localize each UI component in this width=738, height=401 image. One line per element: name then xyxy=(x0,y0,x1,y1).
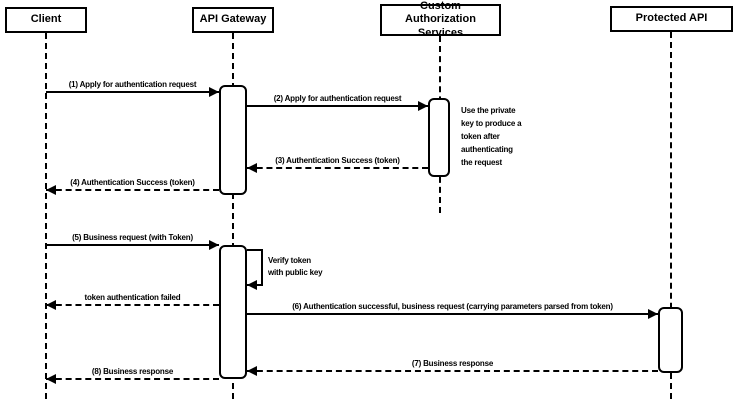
message-7-business-response-line xyxy=(247,370,658,372)
message-5-business-request-arrowhead xyxy=(209,240,219,250)
message-6-auth-successful-business-request-arrowhead xyxy=(648,309,658,319)
message-6-auth-successful-business-request-label: (6) Authentication successful, business … xyxy=(292,302,613,311)
actor-box-custom-authorization-services: Custom Authorization Services xyxy=(380,0,501,39)
actor-box-api-gateway: API Gateway xyxy=(192,7,274,33)
self-message-verify-token-label: Verify token with public key xyxy=(268,256,323,277)
message-4-auth-success-label: (4) Authentication Success (token) xyxy=(70,178,195,187)
activation-api-gateway-auth xyxy=(219,85,247,195)
message-4-auth-success-arrowhead xyxy=(46,185,56,195)
self-message-verify-token-arrowhead xyxy=(247,280,257,290)
note-use-private-key: Use the private key to produce a token a… xyxy=(461,106,522,167)
activation-protected-api xyxy=(658,307,683,373)
message-7-business-response-arrowhead xyxy=(247,366,257,376)
message-1-apply-auth-line xyxy=(46,91,219,93)
activation-api-gateway-business xyxy=(219,245,247,379)
message-token-auth-failed-arrowhead xyxy=(46,300,56,310)
self-message-verify-token-line-top xyxy=(247,249,263,251)
message-token-auth-failed-label: token authentication failed xyxy=(84,293,181,302)
message-2-apply-auth-arrowhead xyxy=(418,101,428,111)
message-5-business-request-label: (5) Business request (with Token) xyxy=(72,233,193,242)
message-7-business-response-label: (7) Business response xyxy=(411,359,494,368)
actor-box-protected-api: Protected API xyxy=(610,6,733,32)
activation-custom-auth xyxy=(428,98,450,177)
message-3-auth-success-line xyxy=(247,167,428,169)
message-6-auth-successful-business-request-line xyxy=(247,313,658,315)
message-2-apply-auth-line xyxy=(247,105,428,107)
message-8-business-response-arrowhead xyxy=(46,374,56,384)
message-3-auth-success-arrowhead xyxy=(247,163,257,173)
message-4-auth-success-line xyxy=(46,189,219,191)
message-5-business-request-line xyxy=(46,244,219,246)
message-8-business-response-line xyxy=(46,378,219,380)
lifeline-client xyxy=(45,33,47,399)
message-8-business-response-label: (8) Business response xyxy=(91,367,174,376)
message-2-apply-auth-label: (2) Apply for authentication request xyxy=(273,94,402,103)
actor-box-client: Client xyxy=(5,7,87,33)
message-1-apply-auth-label: (1) Apply for authentication request xyxy=(68,80,197,89)
self-message-verify-token-line-side xyxy=(261,249,263,286)
lifeline-protected-api xyxy=(670,32,672,399)
message-token-auth-failed-line xyxy=(46,304,219,306)
lifeline-api-gateway xyxy=(232,33,234,399)
message-3-auth-success-label: (3) Authentication Success (token) xyxy=(275,156,400,165)
message-1-apply-auth-arrowhead xyxy=(209,87,219,97)
